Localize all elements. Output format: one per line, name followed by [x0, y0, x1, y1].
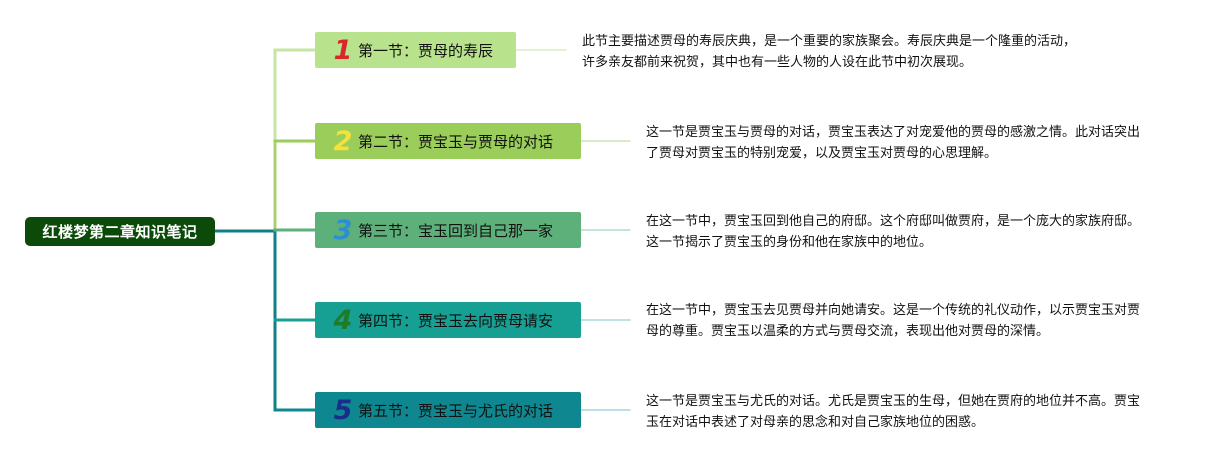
section-title: 第四节：贾宝玉去向贾母请安	[358, 311, 554, 330]
section-node-3[interactable]: 3 第三节：宝玉回到自己那一家	[315, 212, 581, 248]
section-title: 第三节：宝玉回到自己那一家	[358, 221, 554, 240]
section-node-5[interactable]: 5 第五节：贾宝玉与尤氏的对话	[315, 392, 581, 428]
section-description-5: 这一节是贾宝玉与尤氏的对话。尤氏是贾宝玉的生母，但她在贾府的地位并不高。贾宝玉在…	[646, 394, 1141, 430]
section-number-badge: 3	[333, 214, 353, 246]
section-description-2: 这一节是贾宝玉与贾母的对话，贾宝玉表达了对宠爱他的贾母的感激之情。此对话突出了贾…	[646, 125, 1141, 161]
section-node-2[interactable]: 2 第二节：贾宝玉与贾母的对话	[315, 123, 581, 159]
section-description-3: 在这一节中，贾宝玉回到他自己的府邸。这个府邸叫做贾府，是一个庞大的家族府邸。这一…	[646, 214, 1141, 250]
section-number-badge: 5	[333, 394, 353, 426]
section-number-badge: 1	[333, 34, 353, 66]
section-title: 第五节：贾宝玉与尤氏的对话	[358, 401, 554, 420]
section-number-badge: 4	[333, 304, 353, 336]
section-node-1[interactable]: 1 第一节：贾母的寿辰	[315, 32, 516, 68]
section-title: 第一节：贾母的寿辰	[358, 41, 494, 60]
root-topic[interactable]: 红楼梦第二章知识笔记	[25, 217, 215, 246]
section-node-4[interactable]: 4 第四节：贾宝玉去向贾母请安	[315, 302, 581, 338]
section-number-badge: 2	[333, 125, 353, 157]
section-description-4: 在这一节中，贾宝玉去见贾母并向她请安。这是一个传统的礼仪动作，以示贾宝玉对贾母的…	[646, 303, 1141, 339]
section-description-1: 此节主要描述贾母的寿辰庆典，是一个重要的家族聚会。寿辰庆典是一个隆重的活动，许多…	[582, 34, 1077, 70]
section-title: 第二节：贾宝玉与贾母的对话	[358, 132, 554, 151]
